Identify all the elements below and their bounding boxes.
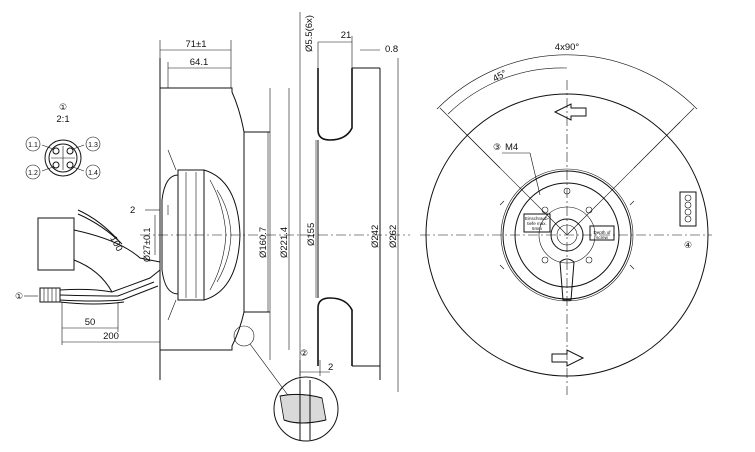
label-einschraub: Einschraub-tiefe max.5mm	[525, 216, 550, 231]
detail-callout: ②	[300, 348, 308, 358]
front-callout-4: ④	[684, 240, 692, 250]
dim-dia-242: Ø242	[370, 225, 381, 248]
dim-motor-offset: 2	[130, 205, 135, 216]
dim-dia-221: Ø221.4	[279, 227, 290, 258]
dim-flange-width: 21	[341, 30, 352, 41]
section-view: Ø5.5(6x) 21 0.8 Ø155 Ø242 Ø262 ② 2	[273, 12, 410, 442]
dim-dia-160: Ø160.7	[258, 227, 269, 258]
pin-1-3-label: 1.3	[88, 142, 98, 149]
dim-cable-50: 50	[85, 317, 96, 328]
dim-overall-depth: 71±1	[185, 39, 206, 50]
pin-1-4-label: 1.4	[88, 170, 98, 177]
dim-angle-4x90: 4x90°	[555, 42, 580, 53]
plug-callout: ①	[15, 291, 23, 301]
dim-sheet-thickness: 0.8	[385, 44, 398, 55]
front-view: 4x90° 45° ③ M4 Einschraub-tiefe max.5mm …	[420, 42, 712, 395]
dim-cable-100: 100	[107, 234, 124, 253]
dim-thread-m4: M4	[505, 142, 518, 153]
thread-callout: ③	[493, 142, 501, 152]
dim-rotor-dia: Ø27±0.1	[142, 228, 152, 262]
pin-1-1-label: 1.1	[28, 142, 38, 149]
dim-holes: Ø5.5(6x)	[304, 15, 315, 52]
dim-cable-200: 200	[103, 331, 119, 342]
dim-dia-155: Ø155	[306, 223, 317, 246]
connector-detail: ① 2:1 1.1 1.3 1.2 1.4	[25, 102, 101, 180]
side-view: ① 50 200 100 2 Ø27±0.1 71±1 64.1 Ø160.7 …	[15, 39, 300, 399]
connector-scale: 2:1	[56, 114, 69, 125]
dim-dia-262: Ø262	[388, 225, 399, 248]
dim-depth-inner: 64.1	[190, 57, 209, 68]
pin-1-2-label: 1.2	[28, 170, 38, 177]
connector-callout: ①	[59, 102, 67, 112]
dim-detail-gap: 2	[328, 362, 333, 373]
